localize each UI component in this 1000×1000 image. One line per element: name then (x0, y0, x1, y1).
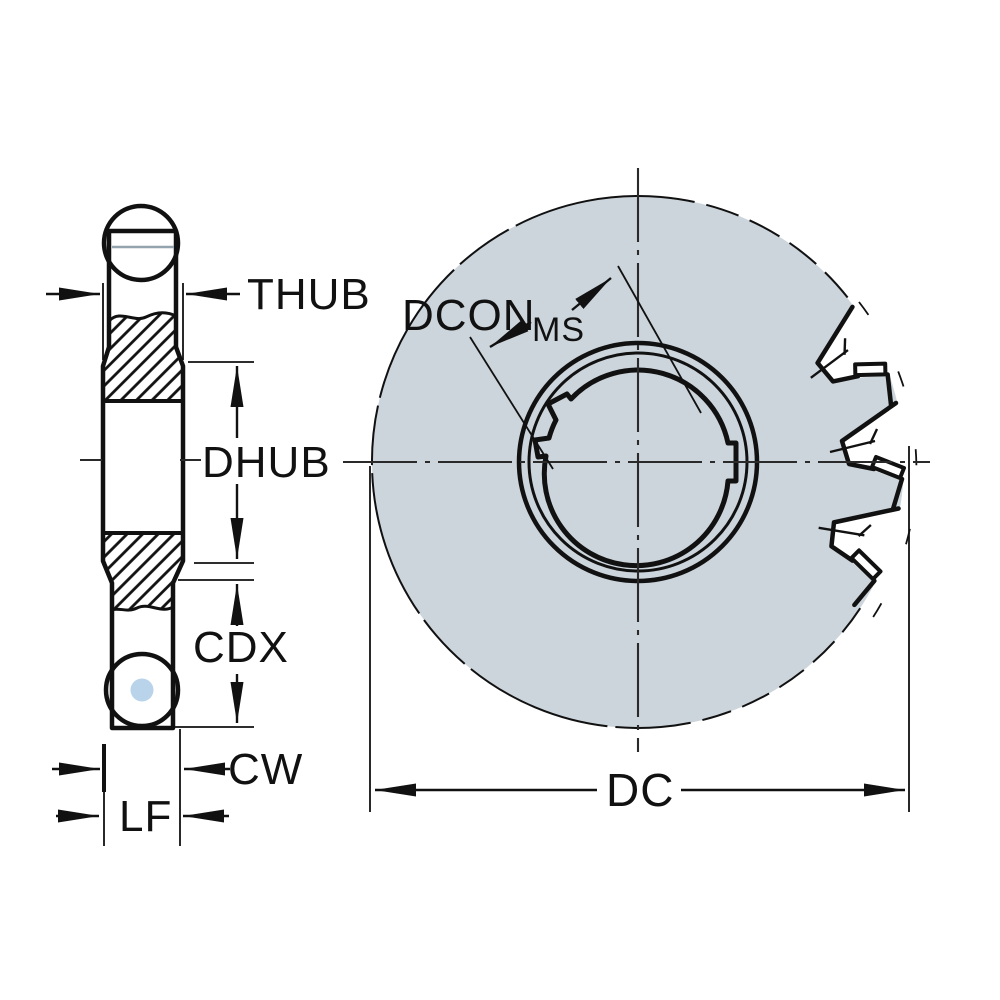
break-line-upper (107, 311, 177, 323)
tooth-insert (870, 455, 906, 480)
tooth-seat-thin-line (818, 526, 865, 537)
tooth-pocket-outline (829, 506, 901, 563)
dc-label: DC (606, 764, 674, 816)
tooth-seat-thin-line (829, 439, 876, 454)
dcon-arrow-upper (571, 277, 612, 311)
dcon-arrow-lower (489, 320, 532, 349)
tooth-seat-thin-line2 (857, 524, 872, 537)
tooth-gouge (831, 507, 922, 585)
rim-arc-bottom-right (660, 606, 862, 728)
front-view (343, 168, 930, 752)
bore (532, 367, 739, 569)
tooth-insert (849, 548, 883, 582)
break-line-lower (111, 604, 174, 612)
cw-label: CW (228, 745, 303, 794)
tooth-front-face (852, 578, 877, 608)
hatch-region-upper (103, 312, 183, 399)
tooth-insert (853, 361, 888, 378)
tooth-seat-thin-line2 (868, 428, 879, 445)
insert-bottom (103, 651, 181, 729)
dhub-dimension: DHUB (188, 361, 331, 564)
dcon-dimension: DCON MS (402, 265, 702, 470)
cw-dimension: CW (52, 729, 303, 846)
cutting-circle-dashes (858, 301, 918, 630)
lf-label: LF (119, 792, 172, 841)
front-view-dimensions: DCON MS DC (369, 265, 910, 816)
dcon-subscript-label: MS (532, 311, 585, 349)
tooth-front-face (890, 476, 905, 512)
rim-arc-top-right (660, 196, 849, 299)
thub-label: THUB (247, 270, 371, 319)
tooth-front-face (885, 372, 894, 408)
side-view-dimensions: THUB DHUB CDX CW L (46, 270, 371, 846)
tooth-unit-bottom (818, 506, 922, 608)
dcon-tangent-upper (617, 265, 702, 414)
thub-dimension: THUB (46, 270, 371, 360)
tooth-pocket-outline (839, 400, 899, 472)
insert-top (101, 203, 181, 283)
insert-bottom-hole (130, 678, 154, 702)
hatch-region-lower (103, 535, 183, 611)
tooth-pocket-outline (815, 304, 861, 384)
lf-dimension: LF (56, 792, 229, 841)
tooth-unit-top (810, 299, 905, 408)
cdx-dimension: CDX (168, 579, 289, 728)
dcon-label: DCON (402, 291, 536, 340)
tooth-gouge (817, 299, 905, 383)
dc-dimension: DC (369, 446, 910, 816)
dhub-label: DHUB (202, 438, 331, 487)
cdx-label: CDX (193, 623, 289, 672)
side-view (80, 203, 201, 792)
tooth-seat-thin-line2 (843, 338, 847, 355)
dcon-tangent-lower (469, 336, 554, 470)
tooth-seat-thin-line (810, 349, 849, 379)
